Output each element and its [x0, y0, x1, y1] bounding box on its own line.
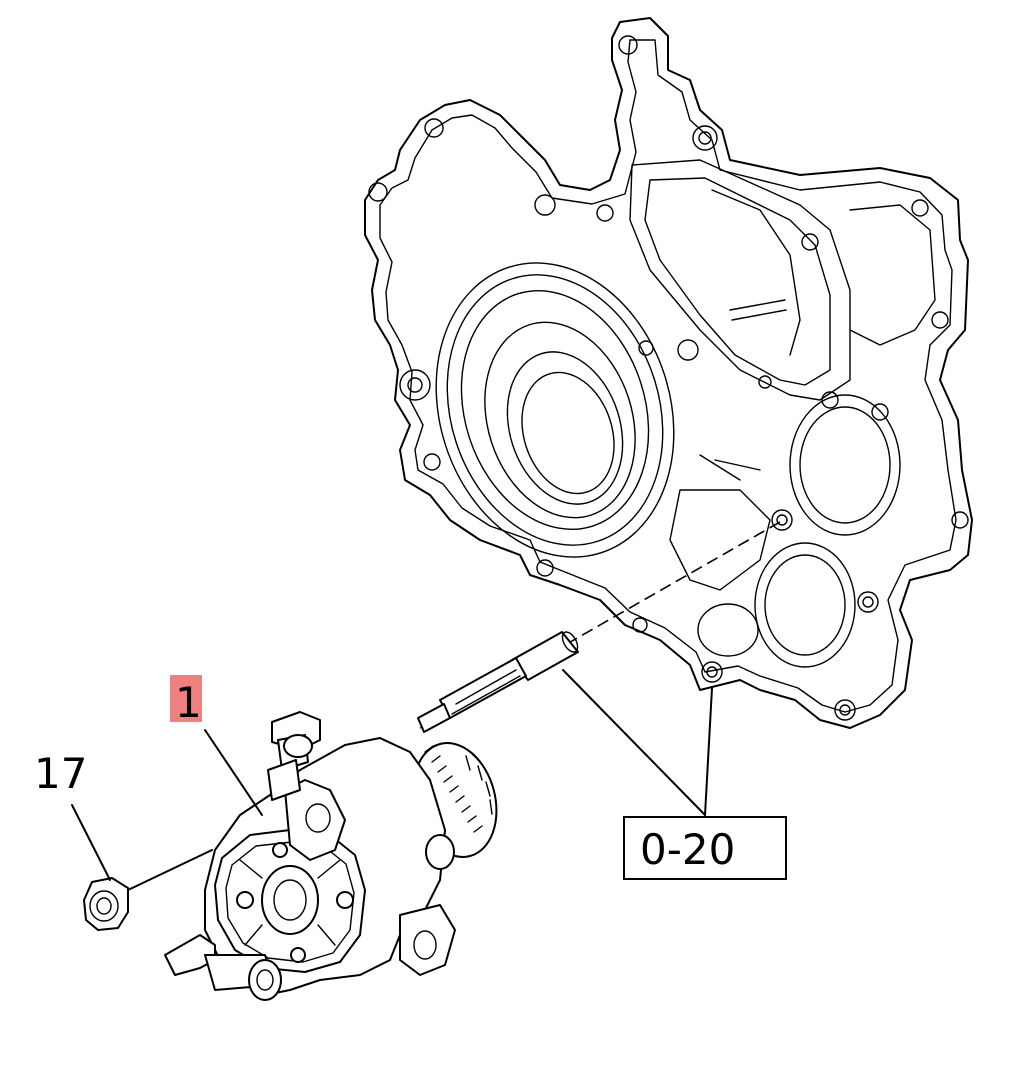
leader-1: [204, 729, 263, 816]
leader-0-20-b: [704, 687, 713, 816]
callout-1: 1: [175, 678, 202, 727]
leader-nut-axis: [127, 849, 213, 891]
callout-1-highlight: [170, 675, 202, 722]
hex-nut: [83, 877, 129, 931]
mounting-stud: [417, 631, 579, 733]
gear-teeth: [424, 745, 493, 833]
callout-0-20-box: [623, 816, 787, 880]
bolt-bosses: [368, 35, 969, 721]
callout-17: 17: [34, 749, 87, 798]
leader-17: [71, 804, 111, 881]
vacuum-pump: [164, 711, 498, 1001]
callout-0-20: 0-20: [640, 825, 735, 874]
leader-0-20-a: [562, 669, 706, 816]
timing-cover: [364, 17, 973, 729]
